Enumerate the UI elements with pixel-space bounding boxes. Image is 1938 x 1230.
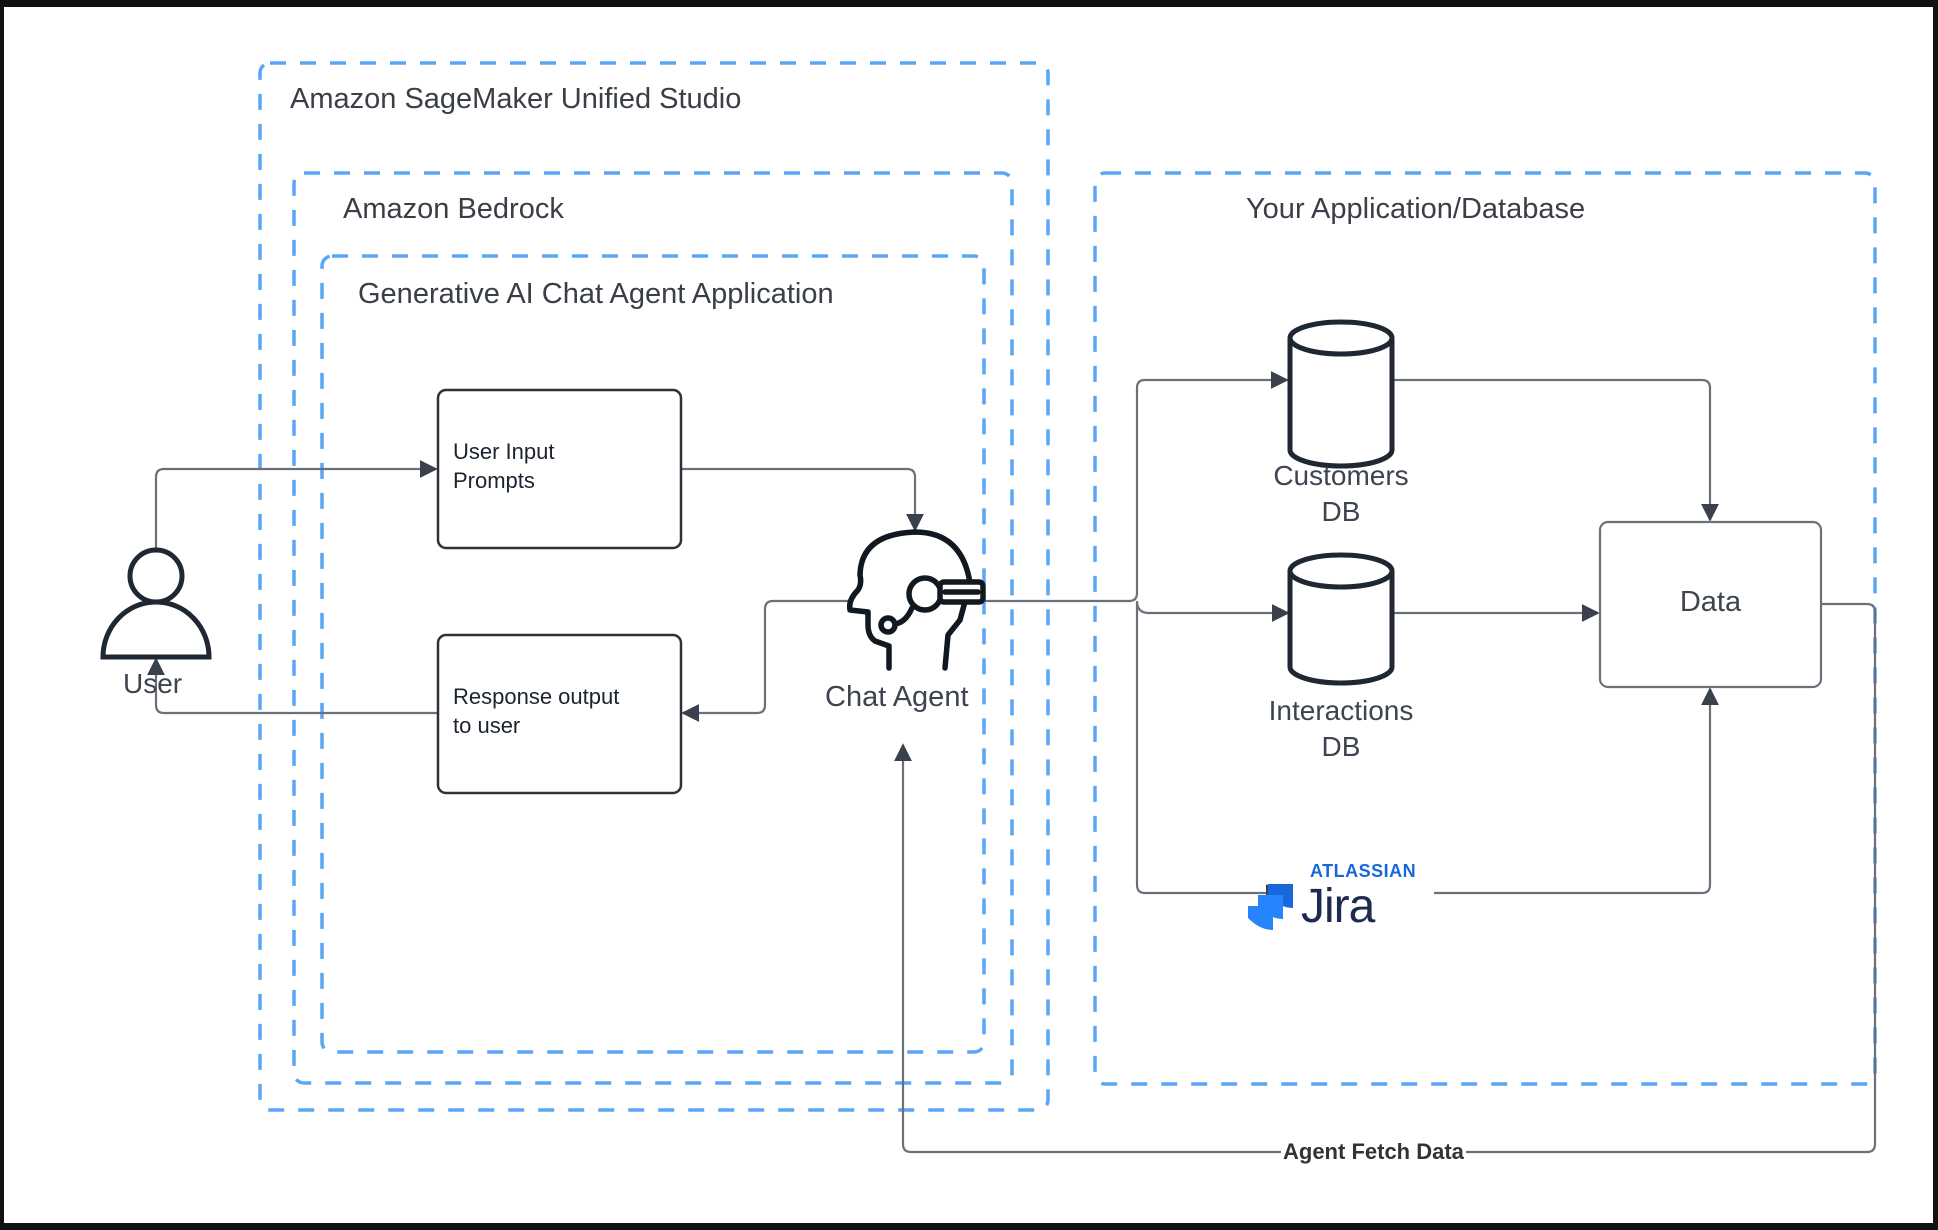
jira-logo-icon[interactable]	[1248, 884, 1293, 930]
atlassian-wordmark: ATLASSIAN	[1310, 861, 1417, 881]
edge-trunk-to-jira	[1135, 601, 1284, 902]
node-response-output[interactable]	[436, 633, 683, 795]
interactions-db-label-line2: DB	[1321, 731, 1361, 762]
edge-trunk-to-interactions	[1135, 600, 1290, 622]
container-title-your-application: Your Application/Database	[1246, 193, 1586, 225]
edge-label-agent-fetch-data: Agent Fetch Data	[1281, 1139, 1466, 1165]
container-genai-app	[320, 254, 986, 1054]
customers-db-label: Customers DB	[1241, 458, 1441, 530]
response-label-line1: Response output	[453, 684, 620, 709]
container-title-genai-app: Generative AI Chat Agent Application	[358, 278, 834, 310]
user-input-label: User Input Prompts	[453, 437, 555, 495]
container-title-sagemaker: Amazon SageMaker Unified Studio	[290, 83, 742, 115]
customers-db-icon[interactable]	[1287, 319, 1395, 469]
edge-agent-to-response	[681, 599, 850, 722]
response-label: Response output to user	[453, 682, 619, 740]
edge-user-to-input	[154, 460, 438, 548]
container-sagemaker	[258, 61, 1050, 1112]
person-icon[interactable]	[100, 547, 212, 660]
user-label: User	[123, 668, 183, 699]
customers-db-label-line2: DB	[1321, 496, 1361, 527]
jira-wordmark: Jira	[1301, 880, 1375, 933]
edge-input-to-agent	[681, 467, 924, 532]
node-user-input-prompts[interactable]	[436, 388, 683, 550]
container-title-bedrock: Amazon Bedrock	[343, 193, 564, 225]
diagram-canvas: Amazon SageMaker Unified Studio Amazon B…	[4, 7, 1933, 1223]
chat-agent-label: Chat Agent	[825, 681, 969, 713]
customers-db-label-line1: Customers	[1273, 460, 1409, 491]
response-label-line2: to user	[453, 713, 521, 738]
node-data[interactable]	[1598, 520, 1823, 689]
edge-response-to-user	[147, 657, 438, 715]
edge-agent-trunk	[985, 371, 1289, 603]
edge-jira-to-data	[1434, 687, 1719, 895]
support-agent-headset-icon[interactable]	[846, 529, 986, 671]
data-label: Data	[1679, 586, 1742, 618]
edge-data-to-agent	[894, 602, 1877, 1154]
interactions-db-label: Interactions DB	[1241, 693, 1441, 765]
user-input-label-line2: Prompts	[453, 468, 535, 493]
interactions-db-icon[interactable]	[1287, 552, 1395, 686]
diagram-svg	[100, 61, 1877, 1154]
user-input-label-line1: User Input	[453, 439, 555, 464]
edge-customers-to-data	[1392, 378, 1719, 522]
interactions-db-label-line1: Interactions	[1268, 695, 1414, 726]
